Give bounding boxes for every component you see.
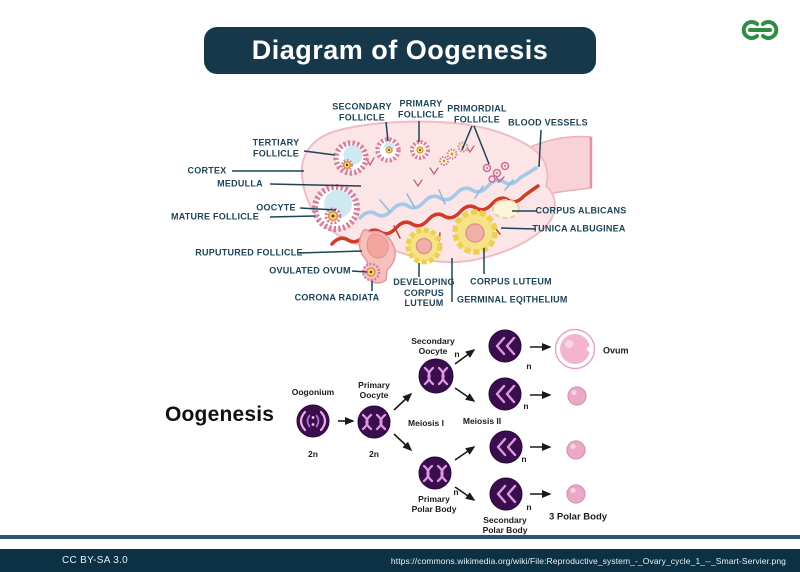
label-primary-oocyte-ploidy: 2n: [369, 448, 379, 459]
label-developing-corpus-luteum: DEVELOPING CORPUS LUTEUM: [393, 277, 455, 309]
label-meiosis-1: Meiosis I: [408, 417, 444, 428]
label-primary-oocyte: Primary Oocyte: [358, 379, 390, 400]
footer-bar: CC BY-SA 3.0 https://commons.wikimedia.o…: [0, 549, 800, 572]
label-haploid-4-ploidy: n: [526, 501, 532, 512]
label-blood-vessels: BLOOD VESSELS: [508, 117, 588, 128]
secondary-follicle-art: [375, 137, 401, 163]
tertiary-follicle-art: [333, 140, 369, 176]
polar-body-3: [566, 484, 586, 504]
mature-follicle-art: [312, 184, 360, 232]
source-url-text: https://commons.wikimedia.org/wiki/File:…: [390, 555, 786, 566]
label-primary-polar-body-ploidy: n: [453, 486, 459, 497]
label-ruptured-follicle: RUPUTURED FOLLICLE: [195, 247, 303, 258]
label-germinal-epithelium: GERMINAL EQITHELIUM: [457, 294, 568, 305]
label-tunica-albuginea: TUNICA ALBUGINEA: [532, 223, 626, 234]
flow-arrows: [338, 343, 552, 501]
footer-divider: [0, 535, 800, 539]
label-oocyte: OOCYTE: [256, 202, 296, 213]
label-medulla: MEDULLA: [217, 178, 263, 189]
polar-body-2: [566, 440, 586, 460]
label-secondary-follicle: SECONDARY FOLLICLE: [332, 101, 392, 122]
primary-polar-body-cell: [418, 456, 452, 490]
secondary-oocyte-cell: [418, 358, 454, 394]
label-corona-radiata: CORONA RADIATA: [294, 292, 380, 303]
label-three-polar-body: 3 Polar Body: [548, 511, 608, 523]
haploid-cell-2: [488, 377, 522, 411]
label-tertiary-follicle: TERTIARY FOLLICLE: [252, 137, 300, 158]
label-meiosis-2: Meiosis II: [462, 415, 502, 426]
primary-follicle-art: [410, 140, 430, 160]
primary-oocyte-cell: [357, 405, 391, 439]
polar-body-1: [567, 386, 587, 406]
license-text: CC BY-SA 3.0: [62, 555, 129, 566]
page-title: Diagram of Oogenesis: [251, 35, 549, 65]
corpus-albicans-art: [492, 199, 520, 219]
flow-heading: Oogenesis: [165, 403, 275, 426]
ovary-illustration: [300, 120, 593, 284]
ruptured-follicle-art: [358, 228, 396, 284]
label-mature-follicle: MATURE FOLLICLE: [170, 211, 260, 222]
geeksforgeeks-logo-icon: [741, 20, 779, 40]
flow-cells: [296, 328, 596, 511]
label-haploid-2-ploidy: n: [523, 400, 529, 411]
label-secondary-oocyte-ploidy: n: [454, 348, 460, 359]
label-corpus-albicans: CORPUS ALBICANS: [535, 205, 627, 216]
leader-lines: [232, 121, 542, 302]
haploid-cell-3: [489, 430, 523, 464]
developing-corpus-luteum-art: [405, 227, 443, 265]
label-ovulated-ovum: OVULATED OVUM: [269, 265, 351, 276]
label-primary-follicle: PRIMARY FOLLICLE: [398, 98, 444, 119]
label-oogonium: Oogonium: [291, 386, 335, 397]
label-haploid-1-ploidy: n: [526, 360, 532, 371]
label-ovum: Ovum: [603, 345, 629, 356]
label-cortex: CORTEX: [187, 165, 227, 176]
ovum-art: [554, 328, 596, 370]
title-banner: Diagram of Oogenesis: [204, 27, 596, 74]
label-secondary-oocyte: Secondary Oocyte: [411, 335, 455, 356]
corpus-luteum-art: [452, 209, 498, 255]
label-haploid-3-ploidy: n: [521, 453, 527, 464]
label-primordial-follicle: PRIMORDIAL FOLLICLE: [447, 103, 507, 124]
label-secondary-polar-body: Secondary Polar Body: [482, 514, 528, 535]
oogonium-cell: [296, 404, 330, 438]
haploid-cell-4: [489, 477, 523, 511]
label-primary-polar-body: Primary Polar Body: [411, 493, 457, 514]
label-corpus-luteum: CORPUS LUTEUM: [470, 276, 552, 287]
haploid-cell-1: [488, 329, 522, 363]
label-oogonium-ploidy: 2n: [308, 448, 318, 459]
